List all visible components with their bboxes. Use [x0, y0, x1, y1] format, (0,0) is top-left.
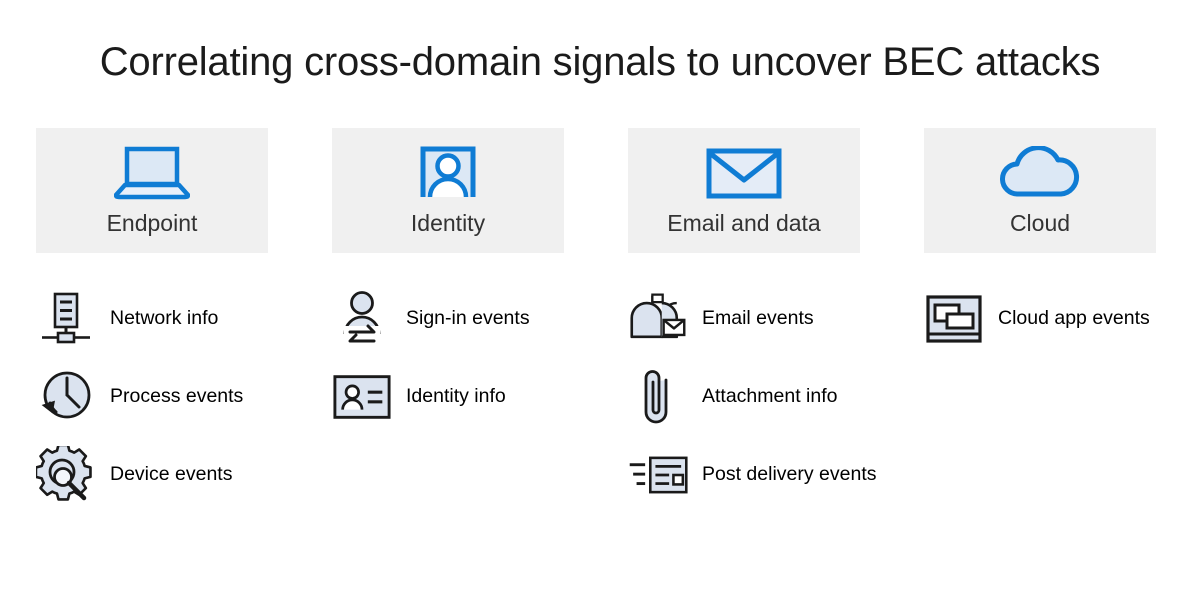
signal-row[interactable]: Sign-in events	[332, 280, 564, 358]
signal-label: Process events	[110, 385, 244, 408]
clock-history-icon	[36, 368, 96, 426]
envelope-speed-icon	[628, 446, 688, 504]
signal-row[interactable]: Network info	[36, 280, 268, 358]
signal-list-endpoint: Network info Process events	[36, 280, 268, 514]
category-label-email-and-data: Email and data	[667, 210, 821, 236]
category-label-identity: Identity	[410, 210, 486, 236]
column-identity: Identity Sign-in events	[332, 128, 564, 514]
signal-label: Attachment info	[702, 385, 838, 408]
signal-columns: Endpoint Network info	[36, 128, 1164, 514]
page-title: Correlating cross-domain signals to unco…	[99, 40, 1101, 84]
person-exchange-icon	[332, 290, 392, 348]
network-server-icon	[36, 290, 96, 348]
signal-row[interactable]: Identity info	[332, 358, 564, 436]
gear-magnifier-icon	[36, 446, 96, 504]
category-card-email-and-data[interactable]: Email and data	[628, 128, 860, 253]
mailbox-icon	[628, 290, 688, 348]
id-card-icon	[332, 368, 392, 426]
signal-list-email-and-data: Email events Attachment info	[628, 280, 877, 514]
column-cloud: Cloud Cloud app events	[924, 128, 1156, 514]
signal-row[interactable]: Cloud app events	[924, 280, 1156, 358]
signal-list-cloud: Cloud app events	[924, 280, 1156, 358]
category-label-cloud: Cloud	[1009, 210, 1071, 236]
category-card-endpoint[interactable]: Endpoint	[36, 128, 268, 253]
signal-row[interactable]: Device events	[36, 436, 268, 514]
signal-label: Sign-in events	[406, 307, 530, 330]
signal-label: Network info	[110, 307, 219, 330]
paperclip-icon	[628, 368, 688, 426]
category-label-endpoint: Endpoint	[106, 210, 198, 236]
cloud-icon	[994, 146, 1086, 200]
signal-row[interactable]: Process events	[36, 358, 268, 436]
signal-label: Identity info	[406, 385, 506, 408]
person-badge-icon	[419, 146, 477, 200]
category-card-cloud[interactable]: Cloud	[924, 128, 1156, 253]
signal-label: Post delivery events	[702, 463, 877, 486]
signal-label: Email events	[702, 307, 814, 330]
column-endpoint: Endpoint Network info	[36, 128, 268, 514]
signal-label: Device events	[110, 463, 233, 486]
signal-row[interactable]: Post delivery events	[628, 436, 877, 514]
signal-label: Cloud app events	[998, 307, 1150, 330]
category-card-identity[interactable]: Identity	[332, 128, 564, 253]
laptop-icon	[114, 146, 190, 200]
signal-row[interactable]: Email events	[628, 280, 860, 358]
column-email-and-data: Email and data Email events	[628, 128, 877, 514]
signal-row[interactable]: Attachment info	[628, 358, 860, 436]
signal-list-identity: Sign-in events Identity info	[332, 280, 564, 436]
envelope-icon	[706, 146, 782, 200]
app-window-icon	[924, 290, 984, 348]
